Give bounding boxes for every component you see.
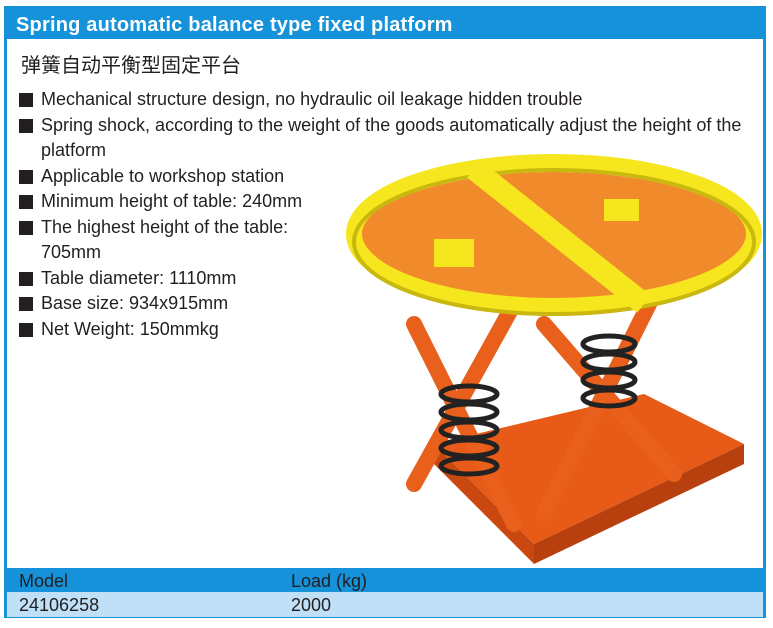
product-title-chinese: 弹簧自动平衡型固定平台 xyxy=(21,53,241,77)
feature-text: Applicable to workshop station xyxy=(41,165,285,186)
square-bullet-icon xyxy=(19,195,33,209)
product-card: Spring automatic balance type fixed plat… xyxy=(4,6,766,618)
feature-item: Net Weight: 150mmkg xyxy=(17,317,747,343)
square-bullet-icon xyxy=(19,118,33,133)
feature-text: The highest height of the table: 705mm xyxy=(41,216,289,263)
square-bullet-icon xyxy=(19,93,33,107)
square-bullet-icon xyxy=(19,220,33,235)
cell-load: 2000 xyxy=(291,595,332,615)
feature-item: Mechanical structure design, no hydrauli… xyxy=(17,87,747,113)
square-bullet-icon xyxy=(19,297,33,311)
feature-text: Minimum height of table: 240mm xyxy=(41,191,303,211)
feature-item: The highest height of the table: 705mm xyxy=(17,215,301,266)
feature-item: Base size: 934x915mm xyxy=(17,291,747,317)
product-content: 弹簧自动平衡型固定平台 Mechanical structure design,… xyxy=(7,39,763,568)
feature-text: Base size: 934x915mm xyxy=(41,293,229,313)
feature-item: Minimum height of table: 240mm xyxy=(17,189,747,215)
square-bullet-icon xyxy=(19,322,33,337)
table-row: 24106258 2000 xyxy=(7,592,763,617)
feature-list: Mechanical structure design, no hydrauli… xyxy=(17,87,747,342)
square-bullet-icon xyxy=(19,169,33,184)
feature-item: Spring shock, according to the weight of… xyxy=(17,113,747,164)
feature-item: Table diameter: 1110mm xyxy=(17,266,747,292)
column-header-load: Load (kg) xyxy=(291,571,368,591)
feature-item: Applicable to workshop station xyxy=(17,164,747,190)
column-header-model: Model xyxy=(19,571,69,591)
product-title: Spring automatic balance type fixed plat… xyxy=(16,14,453,36)
platform-product-image xyxy=(346,154,762,564)
feature-text: Net Weight: 150mmkg xyxy=(41,318,219,339)
cell-model: 24106258 xyxy=(19,595,100,615)
square-bullet-icon xyxy=(19,271,33,286)
feature-text: Mechanical structure design, no hydrauli… xyxy=(41,89,583,109)
feature-text: Spring shock, according to the weight of… xyxy=(41,114,742,161)
feature-text: Table diameter: 1110mm xyxy=(41,267,237,288)
spec-table-header: Model Load (kg) xyxy=(7,568,763,592)
